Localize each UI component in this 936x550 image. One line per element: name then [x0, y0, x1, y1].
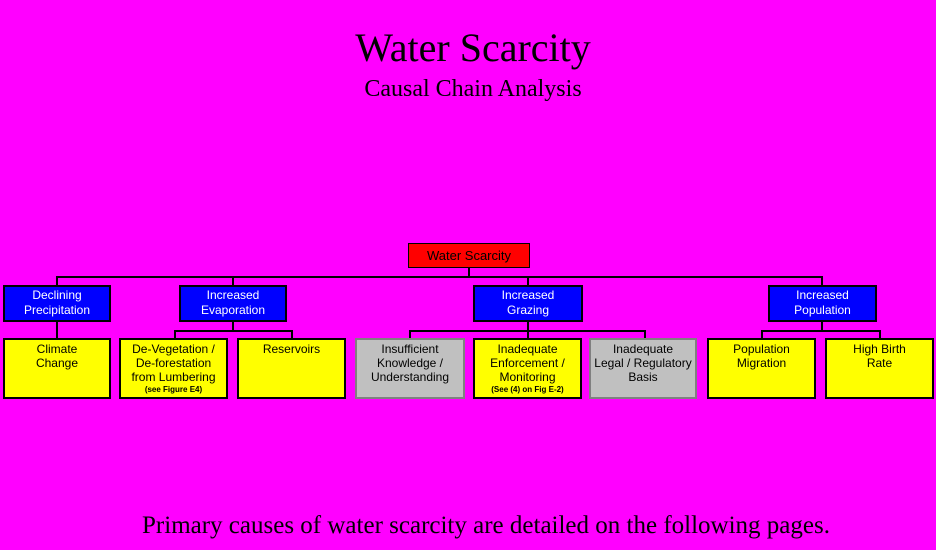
node-label-line: Population [733, 342, 790, 356]
connector-population-drop-right [879, 330, 881, 338]
node-inadequate-enforcement: Inadequate Enforcement / Monitoring (See… [473, 338, 582, 399]
connector-root-stem [468, 267, 470, 277]
page-title: Water Scarcity [355, 25, 591, 70]
connector-evaporation-stem [232, 321, 234, 330]
connector-tier1-drop-population [821, 276, 823, 285]
node-label-line: Inadequate [612, 342, 674, 356]
node-label-line: Inadequate [497, 342, 558, 356]
node-label-line: Knowledge / [376, 356, 444, 370]
node-footnote: (see Figure E4) [144, 385, 203, 394]
connector-grazing-drop-right [644, 330, 646, 338]
node-population-migration: Population Migration [707, 338, 816, 399]
connector-grazing-stem [527, 321, 529, 330]
node-footnote: (See (4) on Fig E-2) [491, 385, 564, 394]
node-label-line: Reservoirs [262, 342, 321, 356]
connector-grazing-drop-mid [527, 330, 529, 338]
connector-population-stem [821, 321, 823, 330]
connector-tier1-rail [56, 276, 823, 278]
connector-population-rail [761, 330, 881, 332]
node-label-line: Insufficient [381, 342, 439, 356]
node-label-line: Migration [736, 356, 787, 370]
connector-tier1-drop-precipitation [56, 276, 58, 285]
node-insufficient-knowledge: Insufficient Knowledge / Understanding [355, 338, 465, 399]
node-high-birth-rate: High Birth Rate [825, 338, 934, 399]
node-label-line: Rate [866, 356, 893, 370]
connector-grazing-drop-left [409, 330, 411, 338]
node-label-line: Climate [36, 342, 78, 356]
node-label-line: De-forestation [135, 356, 212, 370]
node-climate-change: Climate Change [3, 338, 111, 399]
node-increased-population: Increased Population [768, 285, 877, 322]
node-label-line: De-Vegetation / [132, 342, 215, 356]
connector-tier1-drop-grazing [527, 276, 529, 285]
node-label-line: Declining [32, 288, 82, 302]
node-label-line: High Birth [853, 342, 906, 356]
node-declining-precipitation: Declining Precipitation [3, 285, 111, 322]
node-label-line: from Lumbering [131, 370, 216, 384]
connector-tier1-drop-evaporation [232, 276, 234, 285]
node-label-line: Legal / Regulatory [594, 356, 692, 370]
connector-evaporation-drop-right [291, 330, 293, 338]
node-label-line: Change [35, 356, 79, 370]
node-label-line: Enforcement / [490, 356, 565, 370]
connector-population-drop-left [761, 330, 763, 338]
connector-evaporation-drop-left [174, 330, 176, 338]
connector-evaporation-rail [174, 330, 293, 332]
node-reservoirs: Reservoirs [237, 338, 346, 399]
node-label-line: Precipitation [23, 303, 91, 317]
node-label-line: Population [794, 303, 851, 317]
node-label-line: Understanding [370, 370, 450, 384]
node-water-scarcity: Water Scarcity [408, 243, 530, 268]
node-label-line: Basis [628, 370, 658, 384]
page-subtitle: Causal Chain Analysis [364, 76, 582, 102]
node-label-line: Grazing [506, 303, 550, 317]
node-water-scarcity-label: Water Scarcity [426, 248, 512, 263]
node-increased-evaporation: Increased Evaporation [179, 285, 287, 322]
node-label-line: Increased [206, 288, 260, 302]
node-label-line: Increased [501, 288, 555, 302]
node-increased-grazing: Increased Grazing [473, 285, 583, 322]
footer-caption: Primary causes of water scarcity are det… [142, 512, 830, 539]
node-label-line: Monitoring [499, 370, 556, 384]
node-label-line: Increased [796, 288, 849, 302]
node-label-line: Evaporation [200, 303, 266, 317]
node-inadequate-legal: Inadequate Legal / Regulatory Basis [589, 338, 697, 399]
connector-precipitation-stem [56, 321, 58, 338]
node-de-vegetation: De-Vegetation / De-forestation from Lumb… [119, 338, 228, 399]
